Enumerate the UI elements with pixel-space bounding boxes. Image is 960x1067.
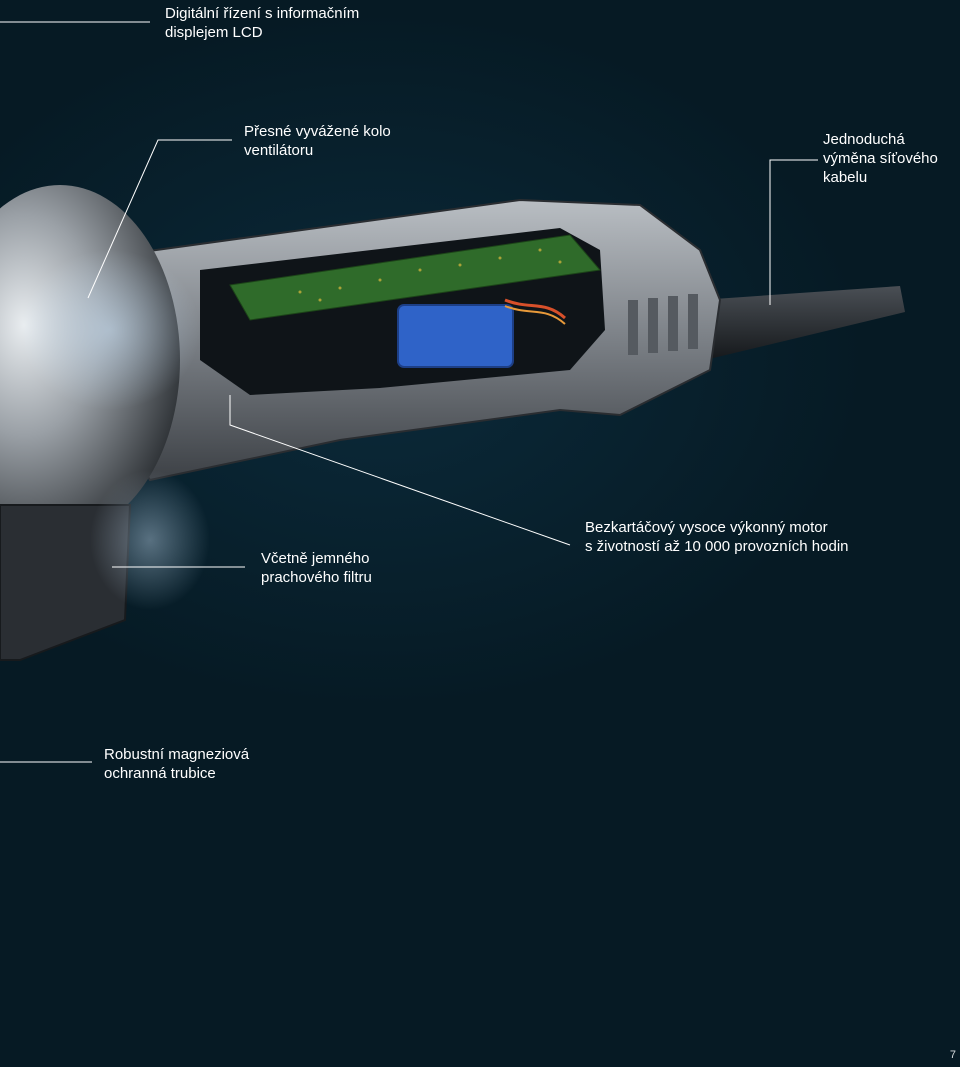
callout-magnesium-tube: Robustní magneziová ochranná trubice bbox=[104, 746, 250, 782]
power-cable bbox=[700, 286, 905, 360]
callout-power-cable: Jednoduchá výměna síťového kabelu bbox=[823, 131, 938, 186]
callout-dust-filter: Včetně jemného prachového filtru bbox=[261, 550, 372, 586]
callout-fan-wheel: Přesné vyvážené kolo ventilátoru bbox=[244, 123, 391, 159]
capacitor bbox=[397, 304, 514, 368]
callout-brushless-motor: Bezkartáčový vysoce výkonný motor s živo… bbox=[585, 519, 849, 555]
circuit-board bbox=[229, 234, 601, 321]
callout-lcd-display: Digitální řízení s informačním displejem… bbox=[165, 5, 360, 41]
leader-lines bbox=[0, 21, 818, 763]
page-number: 7 bbox=[949, 1049, 956, 1061]
